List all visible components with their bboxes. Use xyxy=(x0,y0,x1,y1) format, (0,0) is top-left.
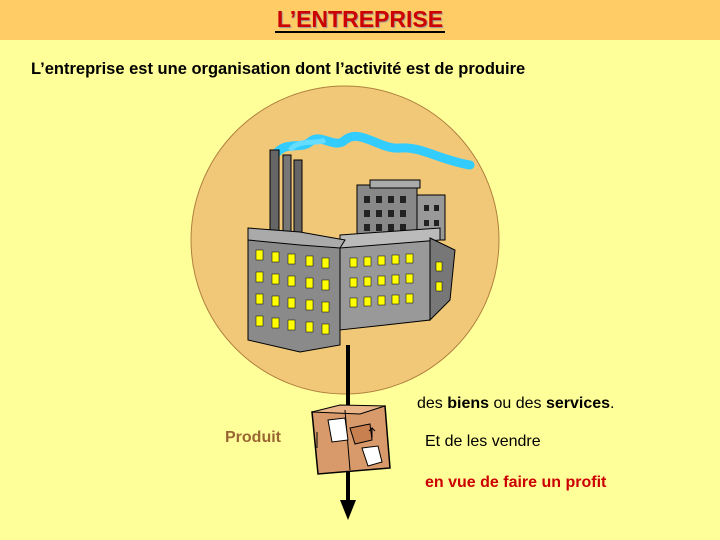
vendre-text: Et de les vendre xyxy=(425,433,541,450)
biens-word: biens xyxy=(447,395,490,412)
box-illustration xyxy=(311,404,391,475)
produit-label: Produit xyxy=(225,429,281,446)
profit-text: en vue de faire un profit xyxy=(425,474,607,491)
subtitle: L’entreprise est une organisation dont l… xyxy=(31,60,526,78)
biens-prefix: des xyxy=(417,395,448,412)
title-bar: L’ENTREPRISE xyxy=(0,0,720,40)
page-title: L’ENTREPRISE xyxy=(274,6,446,33)
services-word: services xyxy=(545,395,611,412)
biens-services-text: des biens ou des services. xyxy=(417,395,615,413)
biens-middle: ou des xyxy=(489,395,546,412)
biens-suffix: . xyxy=(610,395,615,412)
factory-illustration xyxy=(247,131,475,353)
